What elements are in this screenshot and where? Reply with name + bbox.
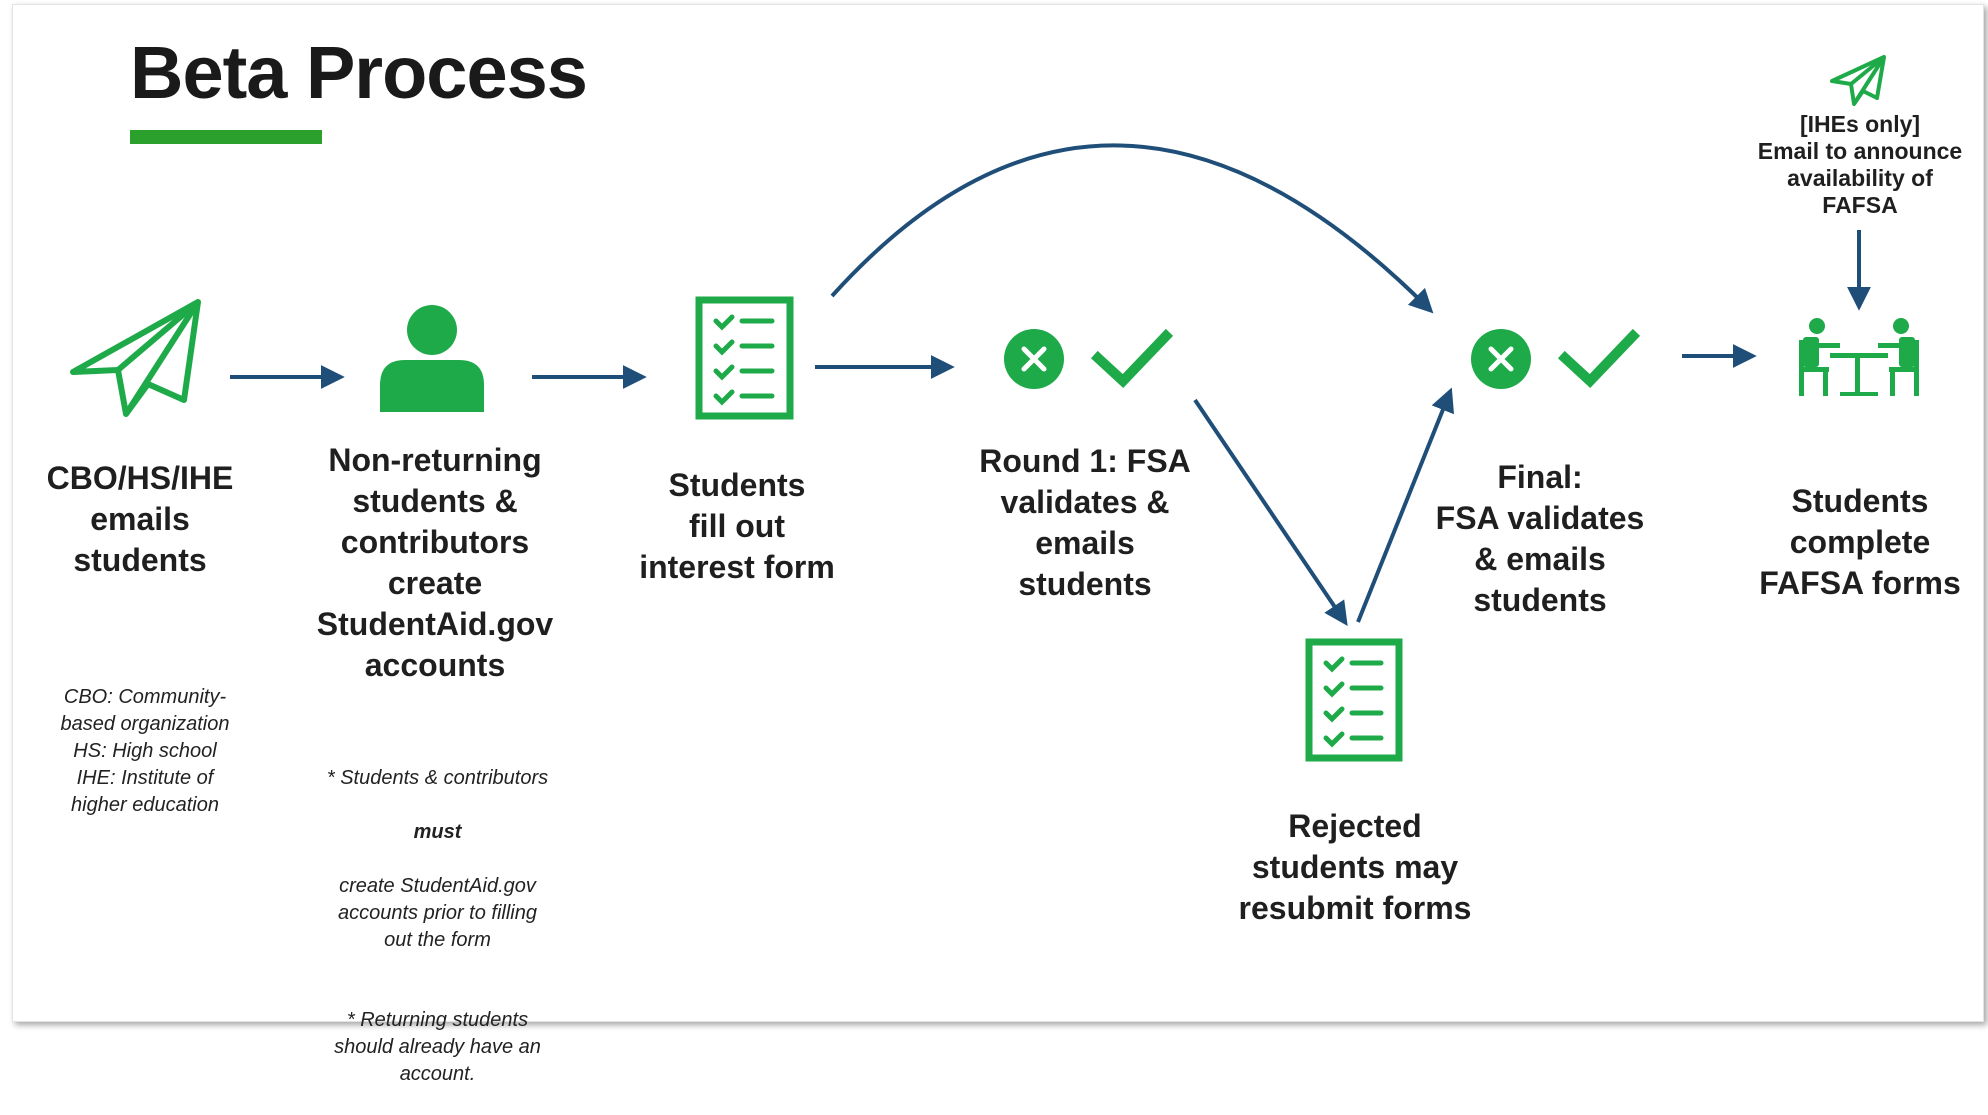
account-note-line1: * Students & contributors [326, 767, 549, 789]
account-note-must: must [413, 821, 462, 843]
account-note-line3: create StudentAid.gov accounts prior to … [338, 875, 537, 951]
beta-process-diagram: Beta Process [12, 4, 1984, 1085]
diagram-graphics [70, 55, 1919, 762]
reject-approve-icon [1471, 328, 1641, 389]
page-title: Beta Process [130, 31, 588, 114]
step-label-complete-fafsa: Students complete FAFSA forms [1759, 483, 1961, 601]
paper-plane-icon [70, 299, 201, 417]
ihe-email-note: [IHEs only] Email to announce availabili… [1757, 111, 1963, 218]
meeting-icon [1799, 318, 1919, 396]
arrow-round1-to-rejected [1193, 398, 1348, 626]
abbreviations-note: CBO: Community- based organization HS: H… [60, 686, 230, 816]
rejected-label: Rejected students may resubmit forms [1238, 808, 1472, 926]
arrow-rejected-to-final [1356, 387, 1455, 623]
checklist-icon [695, 296, 794, 420]
step-label-create-accounts: Non-returning students & contributors cr… [316, 442, 554, 683]
arrow-step3-to-final-curved [830, 143, 1434, 314]
title-underline [130, 130, 322, 144]
step-label-round1-validates: Round 1: FSA validates & emails students [979, 443, 1191, 602]
step-label-emails-students: CBO/HS/IHE emails students [46, 460, 234, 578]
person-icon [380, 305, 484, 412]
account-note-line4: * Returning students should already have… [334, 1009, 541, 1085]
paper-plane-icon [1830, 55, 1886, 106]
checklist-icon [1305, 638, 1403, 762]
step-label-final-validates: Final: FSA validates & emails students [1435, 459, 1645, 618]
reject-approve-icon [1004, 328, 1174, 389]
account-requirement-note: * Students & contributors must create St… [295, 738, 580, 1115]
step-label-interest-form: Students fill out interest form [639, 467, 835, 585]
slide [12, 4, 1984, 1022]
